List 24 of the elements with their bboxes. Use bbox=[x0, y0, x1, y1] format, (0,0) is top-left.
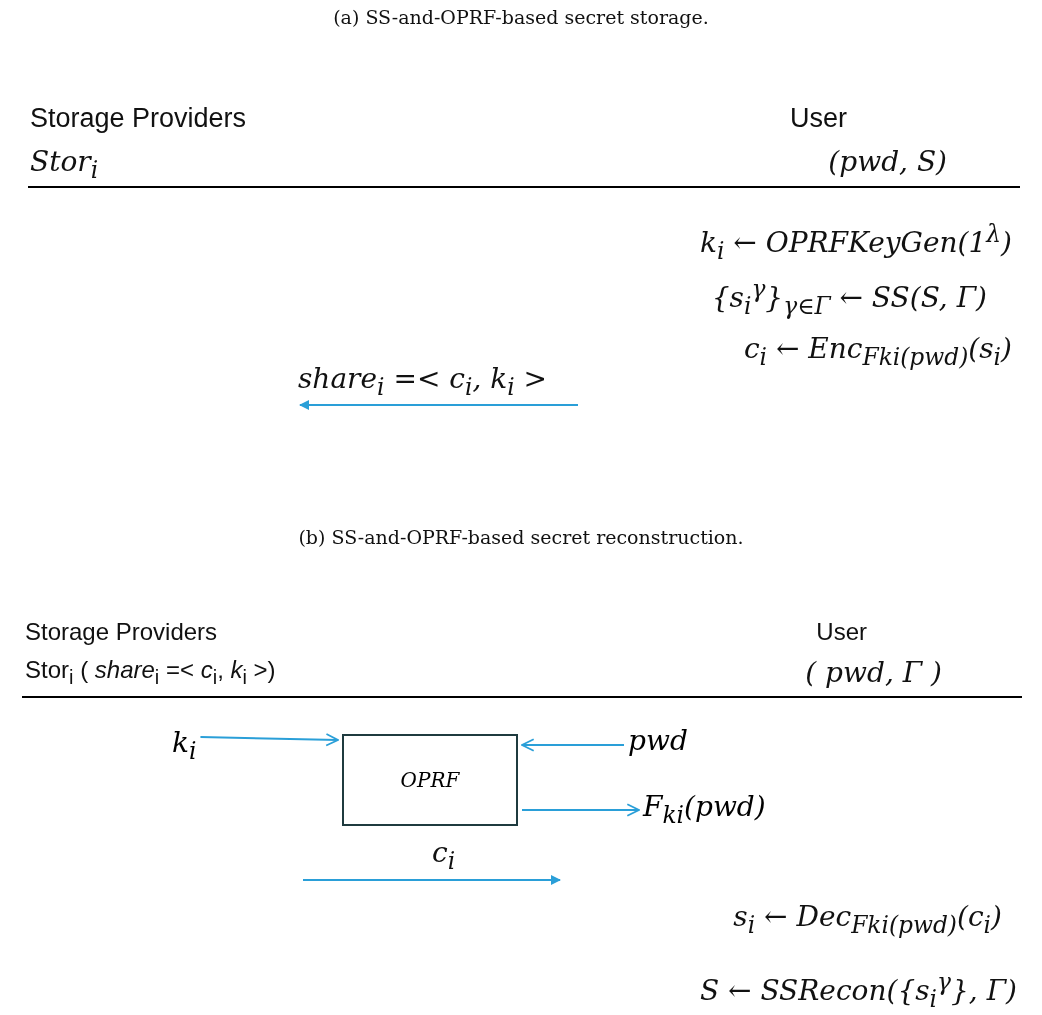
party-label: (pwd, S) bbox=[828, 145, 947, 179]
variable-label: pwd bbox=[628, 724, 688, 758]
equation: k$_{i}$ ← OPRFKeyGen(1$^{λ}$) bbox=[700, 220, 1012, 265]
process-box: OPRF bbox=[342, 734, 518, 826]
caption: (a) SS-and-OPRF-based secret storage. bbox=[332, 6, 710, 29]
heading: Storage Providers bbox=[30, 102, 247, 135]
heading: User bbox=[816, 618, 867, 647]
variable-label: F$_{ki}$(pwd) bbox=[643, 790, 766, 829]
equation: s$_{i}$ ← Dec$_{Fki(pwd)}$(c$_{i}$) bbox=[733, 900, 1002, 939]
party-label: ( pwd, Γ ) bbox=[805, 656, 942, 690]
heading: Storage Providers bbox=[25, 618, 218, 647]
party-label: Stor$_{i}$ bbox=[30, 145, 99, 184]
message-label: c$_{i}$ bbox=[432, 836, 456, 875]
equation: {s$_{i}$$^{γ}$}$_{γ∈Γ}$ ← SS(S, Γ) bbox=[711, 275, 987, 320]
equation: S ← SSRecon({s$_{i}$$^{γ}$}, Γ) bbox=[699, 968, 1017, 1013]
message-label: share$_{i}$ =< c$_{i}$, k$_{i}$ > bbox=[298, 362, 548, 401]
heading: User bbox=[790, 102, 847, 135]
arrow bbox=[199, 733, 339, 747]
variable-label: k$_{i}$ bbox=[172, 726, 197, 765]
caption: (b) SS-and-OPRF-based secret reconstruction. bbox=[297, 526, 745, 549]
arrow bbox=[521, 738, 625, 752]
equation: c$_{i}$ ← Enc$_{Fki(pwd)}$(s$_{i}$) bbox=[743, 332, 1012, 371]
party-label: Stor$_{i}$ ( share$_{i}$ =< c$_{i}$, k$_{i}$ >) bbox=[25, 656, 276, 689]
arrow bbox=[521, 803, 640, 817]
